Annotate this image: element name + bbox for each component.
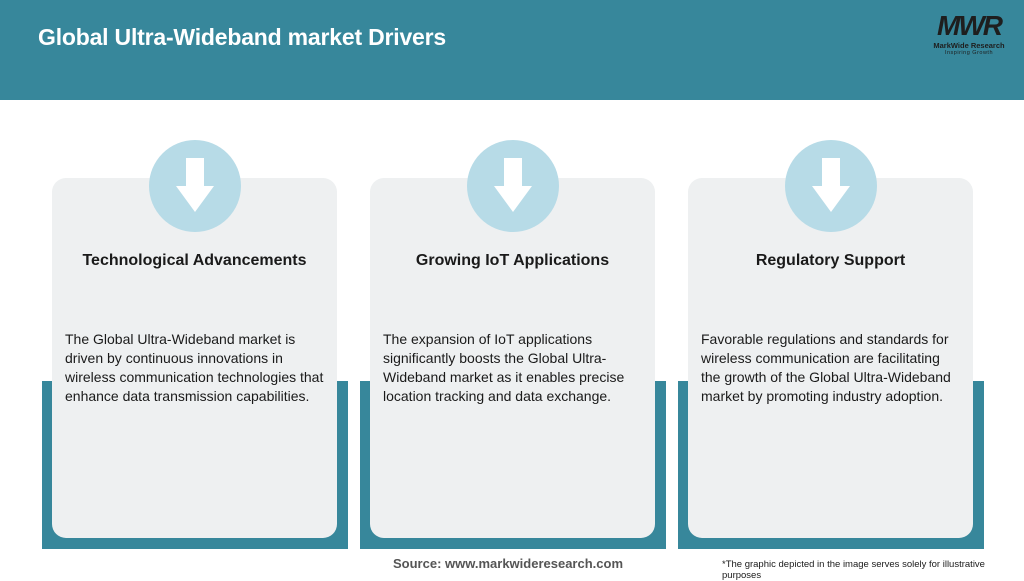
card-title: Technological Advancements — [82, 252, 307, 269]
icon-circle — [785, 140, 877, 232]
arrow-down-icon — [176, 158, 214, 212]
icon-circle — [467, 140, 559, 232]
card-body: Growing IoT Applications The expansion o… — [370, 178, 655, 538]
svg-text:MWR: MWR — [937, 10, 1004, 40]
card-text: Favorable regulations and standards for … — [701, 331, 951, 404]
arrow-down-icon — [494, 158, 532, 212]
logo: MWR MarkWide Research Inspiring Growth — [922, 10, 1016, 58]
arrow-down-icon — [812, 158, 850, 212]
page-title: Global Ultra-Wideband market Drivers — [38, 24, 446, 50]
disclaimer-note: *The graphic depicted in the image serve… — [722, 559, 985, 581]
card-text: The expansion of IoT applications signif… — [383, 331, 625, 404]
icon-circle — [149, 140, 241, 232]
driver-card-2: Growing IoT Applications The expansion o… — [360, 140, 666, 549]
card-body: Technological Advancements The Global Ul… — [52, 178, 337, 538]
driver-card-3: Regulatory Support Favorable regulations… — [678, 140, 984, 549]
logo-tagline: Inspiring Growth — [944, 50, 994, 56]
card-text: The Global Ultra-Wideband market is driv… — [65, 331, 324, 404]
driver-card-1: Technological Advancements The Global Ul… — [42, 140, 348, 549]
header-banner: Global Ultra-Wideband market Drivers MWR… — [0, 0, 1024, 100]
source-text: Source: www.markwideresearch.com — [393, 556, 624, 571]
card-title: Regulatory Support — [755, 252, 906, 269]
logo-name: MarkWide Research — [933, 41, 1005, 50]
card-title: Growing IoT Applications — [415, 252, 610, 269]
card-body: Regulatory Support Favorable regulations… — [688, 178, 973, 538]
logo-mark-icon: MWR — [937, 10, 1006, 40]
